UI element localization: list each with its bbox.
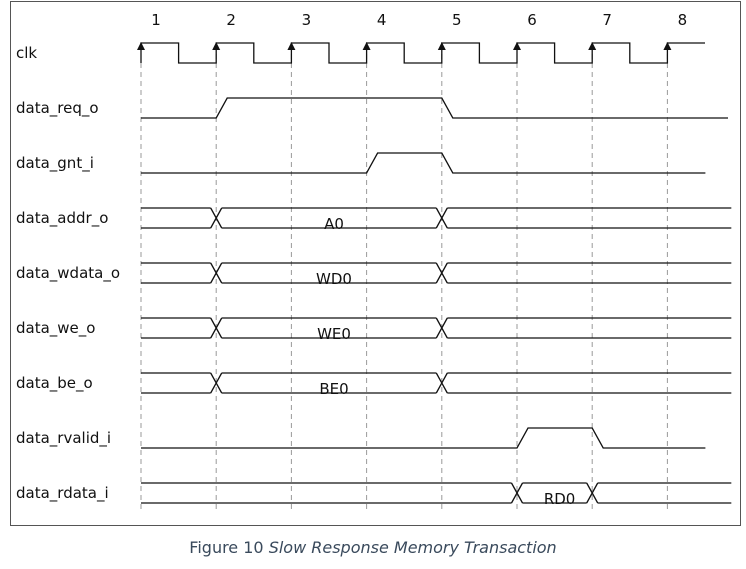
bus-value-we0: WE0 [317, 325, 351, 343]
cycle-guides [140, 45, 668, 510]
data-we-o-waveform: WE0 [141, 317, 732, 343]
signal-label-clk: clk [16, 44, 37, 62]
clk-edge-arrow-icon [588, 42, 597, 50]
cycle-labels: 1 2 3 4 5 6 7 8 [151, 11, 687, 29]
cycle-label-6: 6 [527, 11, 537, 29]
cycle-label-7: 7 [602, 11, 612, 29]
data-rdata-i-waveform: RD0 [141, 482, 732, 508]
cycle-label-4: 4 [377, 11, 387, 29]
signal-label-data-req-o: data_req_o [16, 99, 99, 118]
cycle-label-2: 2 [226, 11, 236, 29]
data-rvalid-i-waveform [141, 427, 706, 449]
bus-value-wd0: WD0 [316, 270, 352, 288]
signal-label-data-rdata-i: data_rdata_i [16, 484, 109, 503]
figure-title: Slow Response Memory Transaction [268, 538, 557, 557]
clk-edge-arrow-icon [513, 42, 521, 50]
signal-label-data-gnt-i: data_gnt_i [16, 154, 94, 173]
bus-value-be0: BE0 [319, 380, 348, 398]
clk-edge-arrow-icon [212, 42, 221, 50]
data-addr-o-waveform: A0 [141, 207, 732, 233]
clk-edge-arrow-icon [663, 42, 672, 50]
bus-value-rd0: RD0 [544, 490, 576, 508]
signal-label-data-we-o: data_we_o [16, 319, 95, 338]
data-wdata-o-waveform: WD0 [141, 262, 732, 288]
clk-edge-arrow-icon [362, 42, 371, 50]
bus-value-a0: A0 [324, 215, 344, 233]
clk-edge-arrow-icon [287, 42, 296, 50]
cycle-label-8: 8 [678, 11, 688, 29]
figure-number: Figure 10 [189, 538, 264, 557]
signal-label-data-addr-o: data_addr_o [16, 209, 108, 228]
data-req-o-waveform [141, 97, 728, 119]
cycle-label-1: 1 [151, 11, 161, 29]
cycle-label-3: 3 [302, 11, 312, 29]
clk-edge-arrow-icon [437, 42, 446, 50]
signal-label-data-be-o: data_be_o [16, 374, 93, 393]
figure-caption: Figure 10 Slow Response Memory Transacti… [0, 538, 746, 557]
signal-label-data-rvalid-i: data_rvalid_i [16, 429, 111, 448]
timing-diagram: 1 2 3 4 5 6 7 8 clk data_req_o data_gnt_i data_add… [10, 1, 741, 526]
signal-label-data-wdata-o: data_wdata_o [16, 264, 120, 283]
data-be-o-waveform: BE0 [141, 372, 732, 398]
signal-labels: clk data_req_o data_gnt_i data_addr_o data_w… [16, 44, 120, 503]
clk-edge-arrow-icon [137, 42, 145, 50]
cycle-label-5: 5 [452, 11, 462, 29]
data-gnt-i-waveform [141, 152, 706, 174]
